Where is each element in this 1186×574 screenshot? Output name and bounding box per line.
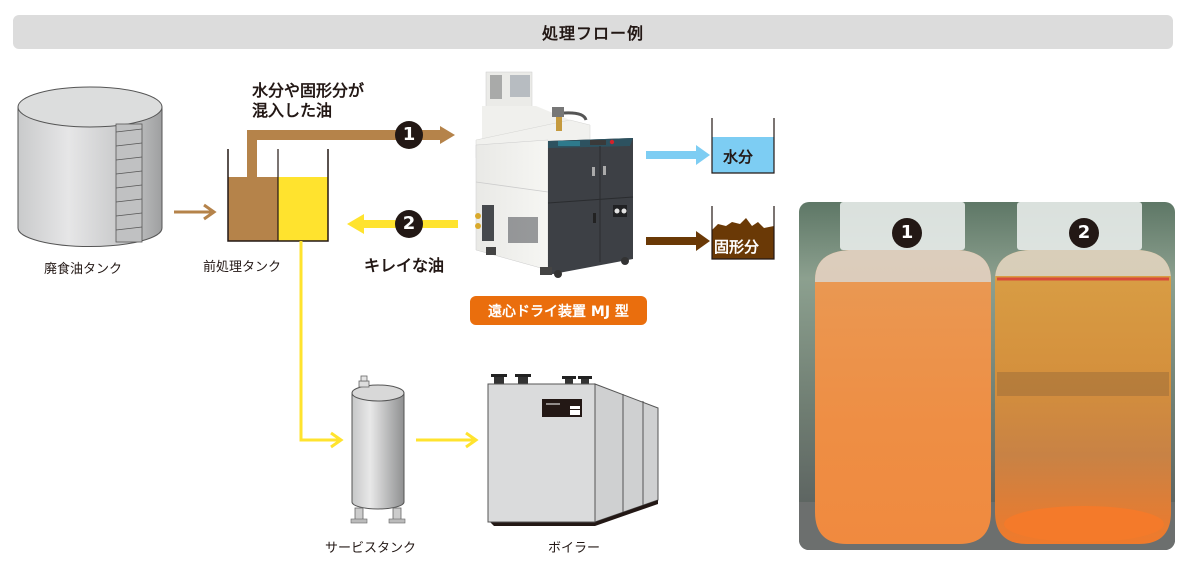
service-tank-icon — [350, 375, 406, 524]
bottle-2 — [995, 202, 1171, 544]
arrow-service-tank-to-boiler — [416, 431, 479, 449]
solids-bin-icon — [711, 206, 775, 260]
service-tank-label: サービスタンク — [325, 541, 417, 556]
storage-tank-icon — [17, 86, 163, 248]
solids-flow-arrow — [646, 231, 710, 251]
water-bin-label: 水分 — [723, 148, 754, 166]
step-1-marker: 1 — [395, 121, 423, 149]
water-flow-arrow — [646, 145, 710, 165]
solids-bin-label: 固形分 — [714, 238, 760, 256]
dirty-oil-flow-arrow — [247, 126, 455, 178]
water-bin-icon — [711, 118, 775, 174]
centrifuge-machine-image — [475, 71, 634, 278]
step-2-marker: 2 — [395, 210, 423, 238]
dirty-oil-label: 水分や固形分が 混入した油 — [252, 81, 365, 120]
photo-marker-1: 1 — [892, 218, 922, 248]
boiler-icon — [487, 374, 659, 526]
machine-name-badge: 遠心ドライ装置 MJ 型 — [470, 296, 647, 325]
pretreatment-tank-label: 前処理タンク — [203, 260, 282, 275]
title-bar: 処理フロー例 — [13, 15, 1173, 49]
oil-comparison-photo: 1 2 — [799, 202, 1175, 550]
photo-marker-2: 2 — [1069, 218, 1099, 248]
page-title: 処理フロー例 — [541, 24, 644, 43]
bottles-illustration — [799, 202, 1175, 550]
waste-tank-label: 廃食油タンク — [44, 262, 123, 277]
arrow-waste-to-pretreatment — [174, 203, 217, 221]
boiler-label: ボイラー — [548, 541, 601, 556]
clean-oil-label: キレイな油 — [364, 256, 445, 275]
clean-oil-to-service-tank-arrow — [299, 241, 344, 449]
split-tank-icon — [227, 149, 329, 242]
bottle-1 — [815, 202, 991, 544]
